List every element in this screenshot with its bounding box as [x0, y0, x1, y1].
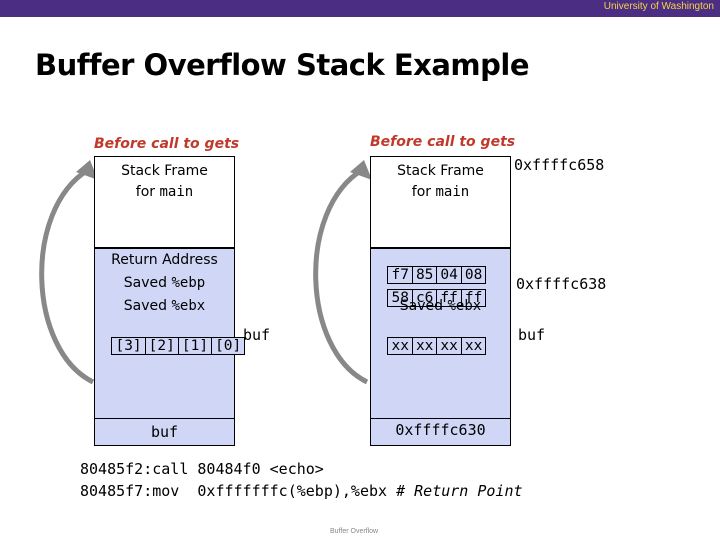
right-row2-byte-1: c6: [411, 289, 438, 307]
left-frame-for: for: [135, 184, 160, 200]
left-saved-ebp-prefix: Saved: [123, 275, 172, 291]
slide-title: Buffer Overflow Stack Example: [35, 48, 530, 82]
left-heading: Before call to gets: [94, 136, 240, 152]
left-curved-arrow-icon: [39, 160, 98, 385]
right-bottom-cell: [370, 418, 511, 446]
code-line-2-instruction: 80485f7:mov 0xfffffffc(%ebp),%ebx: [80, 482, 397, 500]
right-row1-byte-1: 85: [411, 266, 438, 284]
left-array-label: buf: [243, 326, 271, 344]
code-line-2: 80485f7:mov 0xfffffffc(%ebp),%ebx # Retu…: [80, 482, 523, 500]
right-curved-arrow-icon: [313, 160, 372, 385]
right-frame-main: main: [435, 184, 470, 200]
right-row2-byte-3: ff: [460, 289, 487, 307]
right-row2-byte-2: ff: [436, 289, 462, 307]
right-bottom-address: 0xffffc630: [395, 421, 486, 439]
right-frame-label-line2: for main: [370, 184, 511, 200]
right-frame-for: for: [411, 184, 436, 200]
right-row1-byte-3: 08: [460, 266, 487, 284]
right-row2-byte-0: 58: [387, 289, 413, 307]
left-main-frame: [94, 156, 235, 248]
right-row4-byte-3: xx: [460, 337, 487, 355]
right-saved-ebx-prefix: Saved: [399, 298, 448, 314]
left-saved-ebp: Saved %ebp: [94, 275, 235, 291]
right-row4-byte-1: xx: [411, 337, 438, 355]
right-row2-address: 0xffffc638: [516, 275, 607, 293]
right-frame-label-line1: Stack Frame: [397, 163, 484, 179]
left-saved-ebx: Saved %ebx: [94, 298, 235, 314]
left-bottom-cell: [94, 418, 235, 446]
footer-text: Buffer Overflow: [330, 528, 379, 535]
right-row4-byte-2: xx: [436, 337, 462, 355]
top-bar: University of Washington: [0, 0, 720, 17]
right-saved-ebx: Saved %ebx: [370, 298, 511, 314]
left-saved-ebp-reg: %ebp: [171, 275, 206, 291]
right-row1-byte-2: 04: [436, 266, 462, 284]
left-array-cell-1: [1]: [177, 337, 213, 355]
left-saved-ebx-prefix: Saved: [123, 298, 172, 314]
institution-name: University of Washington: [603, 1, 714, 12]
right-row1-byte-0: f7: [387, 266, 413, 284]
right-top-address: 0xffffc658: [514, 156, 605, 174]
right-heading: Before call to gets: [370, 134, 516, 150]
code-line-1: 80485f2:call 80484f0 <echo>: [80, 460, 324, 478]
right-main-frame: [370, 156, 511, 248]
left-bottom-label: buf: [150, 423, 179, 441]
left-frame-label-line2: for main: [94, 184, 235, 200]
right-buf-label: buf: [518, 326, 546, 344]
left-frame-main: main: [159, 184, 194, 200]
left-array-cell-3: [3]: [111, 337, 146, 355]
left-return-address: Return Address: [111, 252, 218, 268]
left-array-cell-0: [0]: [211, 337, 246, 355]
code-line-2-comment: # Return Point: [396, 482, 523, 500]
right-row4-byte-0: xx: [387, 337, 413, 355]
right-saved-ebx-reg: %ebx: [447, 298, 482, 314]
left-saved-ebx-reg: %ebx: [171, 298, 206, 314]
left-array-row: [3][2][1][0]: [94, 321, 246, 355]
left-array-cell-2: [2]: [144, 337, 179, 355]
left-frame-label-line1: Stack Frame: [121, 163, 208, 179]
